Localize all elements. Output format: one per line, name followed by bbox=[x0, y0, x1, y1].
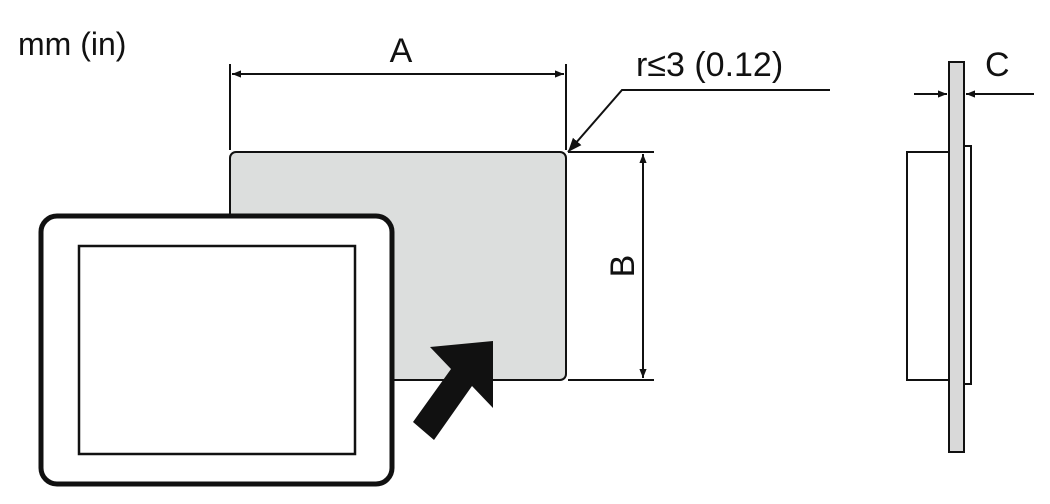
side-view: C bbox=[906, 46, 1034, 453]
hmi-screen bbox=[77, 244, 357, 456]
corner-radius-label: r≤3 (0.12) bbox=[636, 46, 783, 84]
side-view-unit-body bbox=[906, 151, 950, 381]
hmi-unit bbox=[38, 213, 395, 487]
dimension-c-label: C bbox=[985, 46, 1010, 84]
dimension-b-label: B bbox=[604, 255, 642, 278]
corner-radius-callout: r≤3 (0.12) bbox=[567, 46, 830, 153]
side-view-panel bbox=[948, 61, 965, 453]
units-label: mm (in) bbox=[18, 26, 126, 62]
insertion-arrow bbox=[413, 341, 493, 440]
corner-radius-leader bbox=[567, 89, 830, 153]
dimension-b: B bbox=[568, 151, 654, 381]
dimension-a-label: A bbox=[390, 32, 413, 70]
dimension-a: A bbox=[229, 32, 567, 150]
side-view-unit-front bbox=[963, 145, 972, 385]
